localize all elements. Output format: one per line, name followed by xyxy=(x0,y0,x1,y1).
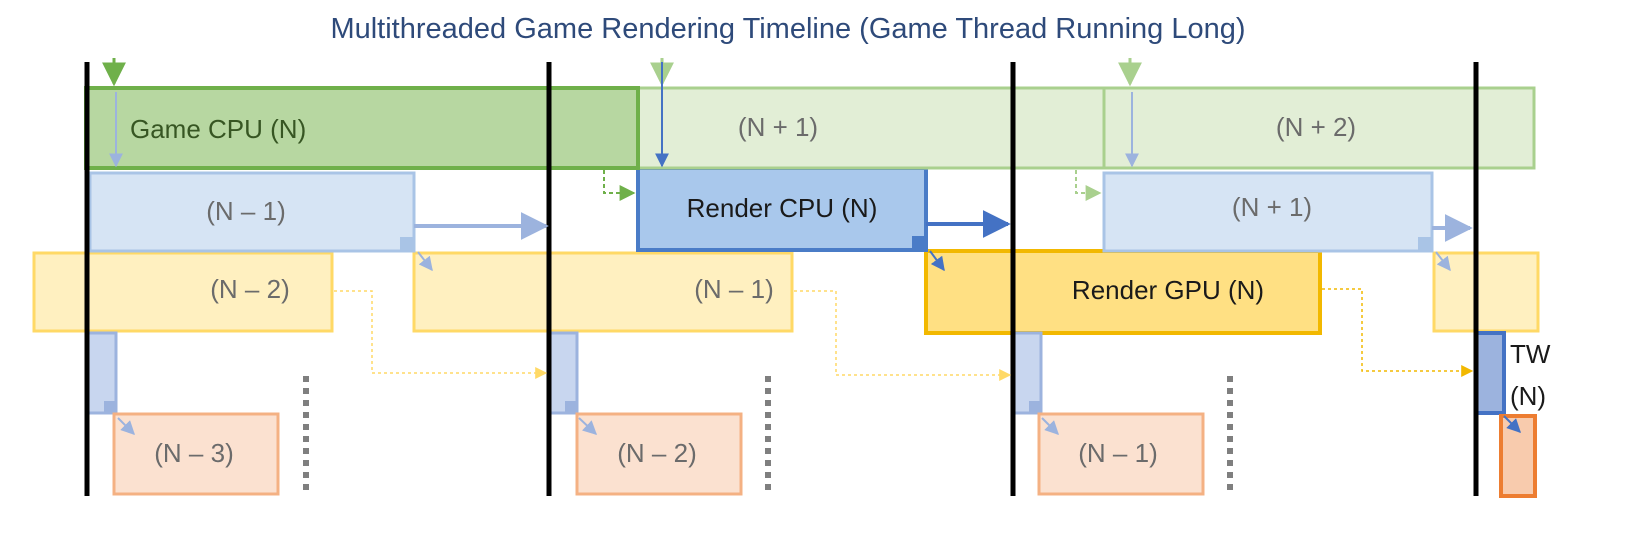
gpu-to-timewarp-arrow xyxy=(794,290,1012,381)
timewarp-label-line2: (N) xyxy=(1510,381,1546,411)
vsync-lines xyxy=(84,62,1479,496)
timewarp-slice-n xyxy=(1474,331,1506,415)
render-gpu-n-label: Render GPU (N) xyxy=(1072,275,1264,305)
render-cpu-corner-marker xyxy=(1418,237,1432,251)
handoff-arrow xyxy=(1075,170,1102,201)
timewarp-corner-marker xyxy=(104,401,116,413)
render-cpu-n-minus-1-label: (N – 1) xyxy=(206,196,285,226)
timewarp-slice xyxy=(1011,331,1043,415)
game-cpu-block-n xyxy=(84,86,640,170)
render-cpu-to-gpu-arrow xyxy=(417,251,433,272)
render-cpu-corner-marker xyxy=(912,236,926,250)
render-cpu-to-gpu-arrow xyxy=(929,250,945,272)
render-cpu-corner-marker xyxy=(400,237,414,251)
display-block-n-minus-1 xyxy=(1037,412,1205,496)
gpu-to-timewarp-arrow xyxy=(334,290,548,379)
render-gpu-block-n-minus-1 xyxy=(412,251,794,333)
timewarp-corner-marker xyxy=(1029,401,1041,413)
render-cpu-block-n xyxy=(636,166,928,252)
timewarp-row xyxy=(86,331,1506,415)
game-cpu-n-plus-1-label: (N + 1) xyxy=(738,112,818,142)
render-gpu-block-n-minus-2 xyxy=(32,251,334,333)
render-cpu-row xyxy=(88,166,1434,253)
render-gpu-block-n-plus-1 xyxy=(1432,251,1540,333)
display-n-minus-1-label: (N – 1) xyxy=(1078,438,1157,468)
arrows xyxy=(102,58,1521,435)
timewarp-slice xyxy=(86,331,118,415)
render-cpu-n-plus-1-label: (N + 1) xyxy=(1232,192,1312,222)
timewarp-to-display-arrow xyxy=(1503,415,1521,433)
render-gpu-n-minus-2-label: (N – 2) xyxy=(210,274,289,304)
timewarp-to-display-arrow xyxy=(578,417,598,435)
handoff-arrow xyxy=(603,170,636,201)
render-cpu-n-label: Render CPU (N) xyxy=(687,193,878,223)
game-cpu-row xyxy=(84,86,1536,170)
diagram-title: Multithreaded Game Rendering Timeline (G… xyxy=(330,13,1245,45)
game-cpu-block-n-plus-2 xyxy=(1102,86,1536,170)
timewarp-slice xyxy=(547,331,579,415)
game-cpu-n-label: Game CPU (N) xyxy=(130,114,306,144)
render-cpu-block-n-minus-1 xyxy=(88,171,416,253)
display-n-minus-2-label: (N – 2) xyxy=(617,438,696,468)
gpu-to-timewarp-arrow xyxy=(1322,288,1474,377)
game-cpu-n-plus-2-label: (N + 2) xyxy=(1276,112,1356,142)
display-row xyxy=(112,412,1537,498)
display-block-n-minus-2 xyxy=(575,412,743,496)
render-cpu-block-n-plus-1 xyxy=(1102,171,1434,253)
labels: Game CPU (N) (N + 1) (N + 2) (N – 1) Ren… xyxy=(130,112,1551,468)
display-n-minus-3-label: (N – 3) xyxy=(154,438,233,468)
timewarp-label-line1: TW xyxy=(1510,339,1551,369)
render-cpu-to-gpu-arrow xyxy=(1435,251,1451,272)
render-gpu-n-minus-1-label: (N – 1) xyxy=(694,274,773,304)
timewarp-to-display-arrow xyxy=(117,417,135,435)
timewarp-to-display-arrow xyxy=(1041,417,1059,435)
dotted-dividers xyxy=(303,376,1233,494)
timewarp-corner-marker xyxy=(565,401,577,413)
display-block-n-minus-3 xyxy=(112,412,280,496)
display-block-n xyxy=(1499,414,1537,498)
